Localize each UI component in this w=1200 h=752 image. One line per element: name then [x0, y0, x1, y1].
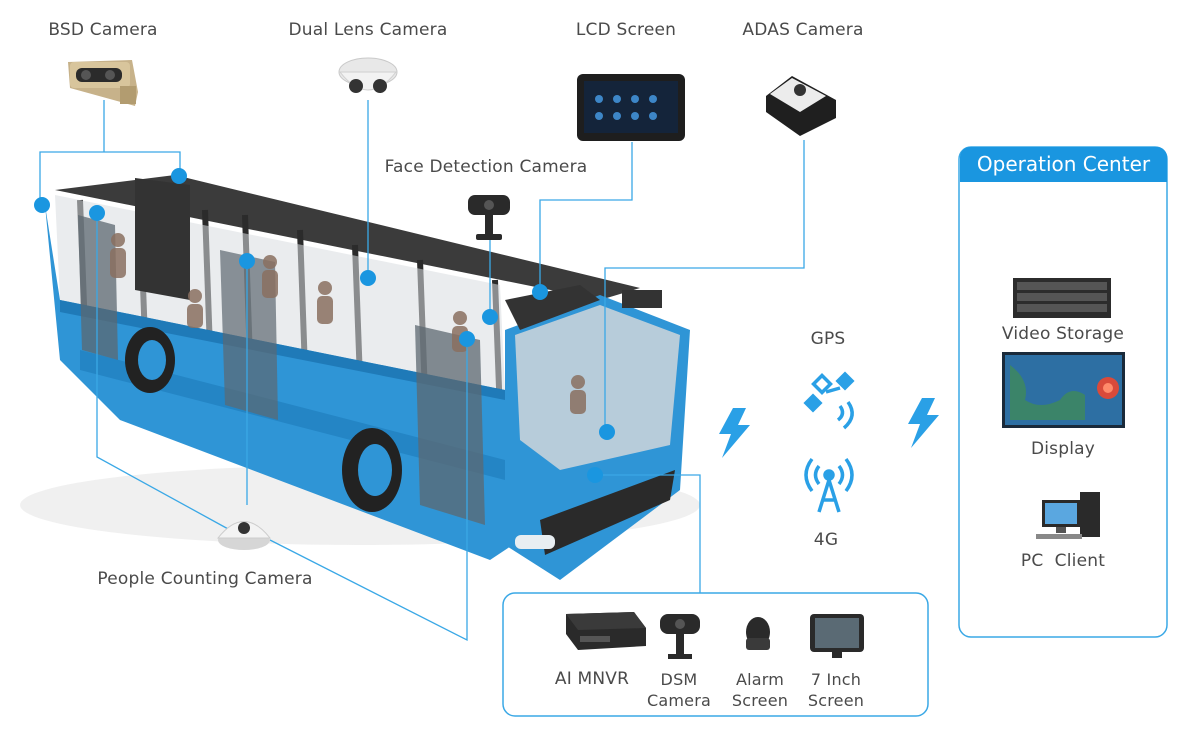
dual-lens-camera-label: Dual Lens Camera: [288, 20, 448, 40]
lcd-screen-label: LCD Screen: [575, 20, 677, 40]
lightning-icon: [908, 398, 939, 448]
display-label: Display: [1030, 439, 1096, 459]
lightning-icon: [719, 408, 750, 458]
face-detection-camera-icon: [468, 195, 510, 240]
satellite-icon: [803, 371, 855, 430]
video-storage-label: Video Storage: [1001, 324, 1125, 344]
seven-inch-screen-icon: [810, 614, 864, 658]
ai-mnvr-label: AI MNVR: [554, 669, 630, 689]
pc-client-icon: [1036, 492, 1100, 539]
face-detection-camera-label: Face Detection Camera: [384, 157, 588, 177]
connector-lines: [39, 100, 805, 642]
mnvr-icon: [566, 612, 646, 650]
alarm-icon: [746, 617, 770, 650]
pc-client-label: PC Client: [1020, 551, 1106, 571]
alarm-screen-label: Alarm Screen: [731, 670, 789, 710]
dual-lens-camera-icon: [338, 57, 398, 93]
adas-camera-icon: [766, 76, 836, 136]
lcd-screen-icon: [577, 74, 685, 141]
bus-illustration: [20, 175, 700, 580]
people-counting-camera-label: People Counting Camera: [97, 569, 313, 589]
bsd-camera-label: BSD Camera: [48, 20, 158, 40]
server-rack-icon: [1013, 278, 1111, 318]
gps-label: GPS: [810, 329, 846, 349]
adas-camera-label: ADAS Camera: [742, 20, 864, 40]
display-map-icon: [1002, 352, 1125, 428]
4g-label: 4G: [813, 530, 839, 550]
people-counting-camera-icon: [216, 521, 272, 550]
seven-inch-screen-label: 7 Inch Screen: [807, 670, 865, 710]
operation-center-title: Operation Center: [960, 147, 1167, 182]
connector-dots: [34, 168, 615, 483]
antenna-icon: [804, 457, 854, 513]
dsm-camera-icon: [660, 614, 700, 659]
bsd-camera-icon: [68, 60, 138, 106]
dsm-camera-label: DSM Camera: [647, 670, 711, 710]
